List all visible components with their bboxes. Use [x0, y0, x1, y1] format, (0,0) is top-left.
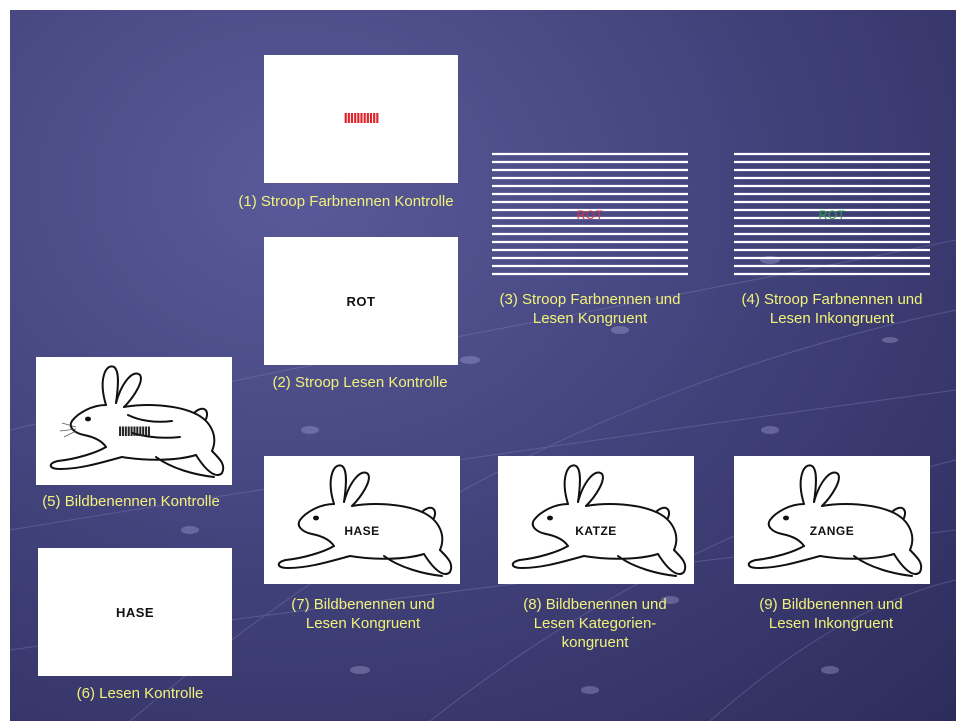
caption-4: (4) Stroop Farbnennen und Lesen Inkongru…	[712, 290, 952, 328]
caption-7-line-2: Lesen Kongruent	[256, 614, 470, 633]
word-hase: HASE	[340, 524, 383, 538]
caption-8: (8) Bildbenennen und Lesen Kategorien- k…	[488, 595, 702, 652]
word-zange: ZANGE	[806, 524, 859, 538]
panel-9-picture-reading-incongruent: ZANGE	[734, 456, 930, 584]
caption-4-line-1: (4) Stroop Farbnennen und	[712, 290, 952, 309]
caption-8-line-2: Lesen Kategorien-	[488, 614, 702, 633]
caption-3-line-2: Lesen Kongruent	[472, 309, 708, 328]
caption-8-line-3: kongruent	[488, 633, 702, 652]
caption-8-line-1: (8) Bildbenennen und	[488, 595, 702, 614]
colored-bars: IIIIIIIIIII	[264, 110, 458, 127]
panel-8-category-congruent: KATZE	[498, 456, 694, 584]
panel-3-congruent: ROT	[492, 152, 688, 280]
rabbit-drawing	[498, 456, 694, 584]
caption-3-line-1: (3) Stroop Farbnennen und	[472, 290, 708, 309]
panel-7-picture-reading-congruent: HASE	[264, 456, 460, 584]
panel-5-picture-naming-control: IIIIIIIIIII	[36, 357, 232, 485]
panel-2-reading-control: ROT	[264, 237, 458, 365]
rabbit-drawing	[264, 456, 460, 584]
caption-7: (7) Bildbenennen und Lesen Kongruent	[256, 595, 470, 633]
caption-9-line-1: (9) Bildbenennen und	[724, 595, 938, 614]
caption-3: (3) Stroop Farbnennen und Lesen Kongruen…	[472, 290, 708, 328]
caption-4-line-2: Lesen Inkongruent	[712, 309, 952, 328]
caption-6: (6) Lesen Kontrolle	[48, 684, 232, 703]
word-hase: HASE	[38, 605, 232, 620]
word-rot: ROT	[264, 294, 458, 309]
rabbit-drawing	[734, 456, 930, 584]
caption-2: (2) Stroop Lesen Kontrolle	[248, 373, 472, 392]
word-rot-green: ROT	[734, 208, 930, 222]
dark-bars: IIIIIIIIIII	[36, 423, 232, 439]
caption-1: (1) Stroop Farbnennen Kontrolle	[212, 192, 480, 211]
caption-5: (5) Bildbenennen Kontrolle	[16, 492, 246, 511]
panel-6-reading-control: HASE	[38, 548, 232, 676]
word-rot-red: ROT	[492, 208, 688, 222]
panel-4-incongruent: ROT	[734, 152, 930, 280]
caption-7-line-1: (7) Bildbenennen und	[256, 595, 470, 614]
caption-9: (9) Bildbenennen und Lesen Inkongruent	[724, 595, 938, 633]
panel-1-color-naming-control: IIIIIIIIIII	[264, 55, 458, 183]
word-katze: KATZE	[571, 524, 621, 538]
rabbit-drawing	[36, 357, 232, 485]
caption-9-line-2: Lesen Inkongruent	[724, 614, 938, 633]
